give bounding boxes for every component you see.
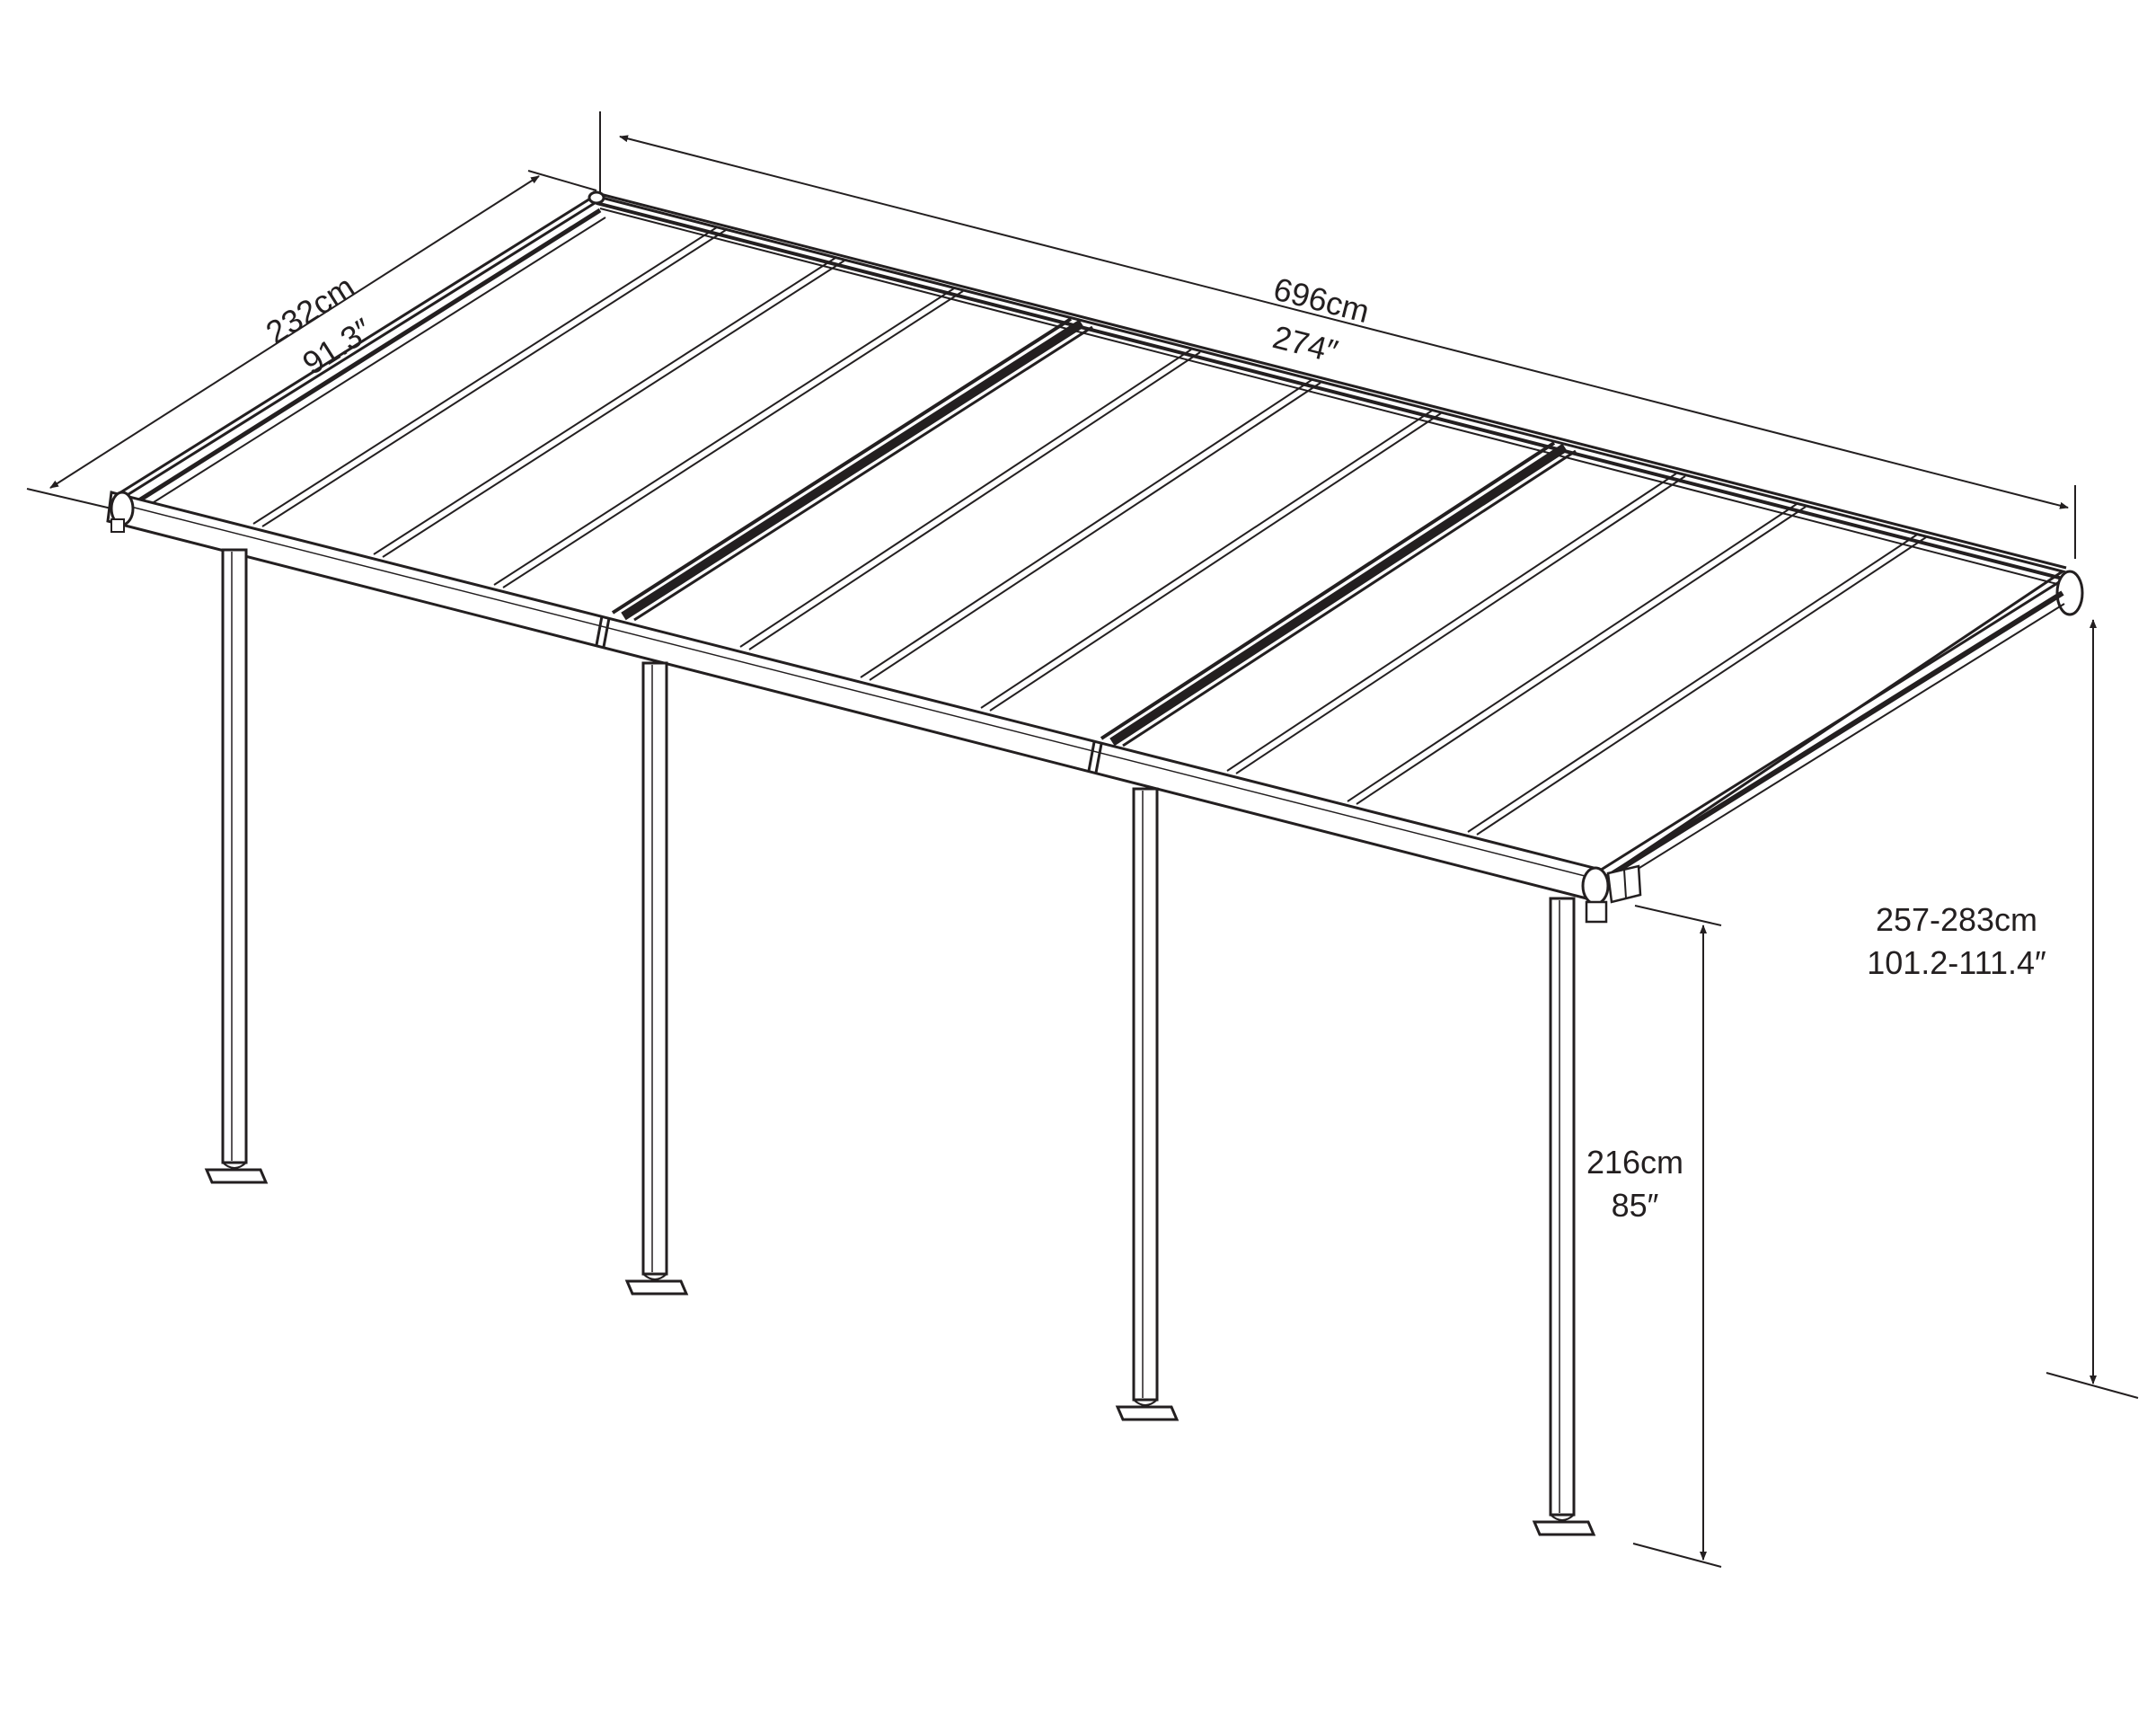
extension-line: [1632, 1543, 1722, 1568]
posts: [204, 548, 1596, 1536]
dimension-arrow: [619, 135, 2069, 509]
width-imperial-label: 274″: [1269, 318, 1342, 370]
beam-joint-1: [595, 615, 611, 648]
post-height-imperial-label: 85″: [1612, 1187, 1659, 1224]
extension-line: [26, 488, 112, 509]
extension-line: [2046, 1372, 2139, 1399]
side-rail-right: [1595, 580, 2065, 885]
extension-line: [1634, 905, 1722, 926]
extension-line: [527, 170, 597, 191]
wall-height-metric-label: 257-283cm: [1876, 901, 2037, 938]
wall-height-imperial-label: 101.2-111.4″: [1867, 944, 2046, 981]
post-1: [204, 548, 269, 1184]
post-3: [1115, 787, 1180, 1421]
beam-joint-2: [1087, 741, 1103, 774]
post-2: [624, 661, 689, 1296]
post-height-metric-label: 216cm: [1586, 1144, 1683, 1181]
dimension-arrow: [49, 175, 540, 489]
dimension-post-height: 216cm 85″: [1586, 905, 1722, 1568]
front-gutter-beam: [106, 491, 1642, 924]
roof: [106, 190, 2084, 924]
post-4: [1532, 897, 1596, 1536]
dimension-wall-height: 257-283cm 101.2-111.4″: [1867, 619, 2139, 1399]
